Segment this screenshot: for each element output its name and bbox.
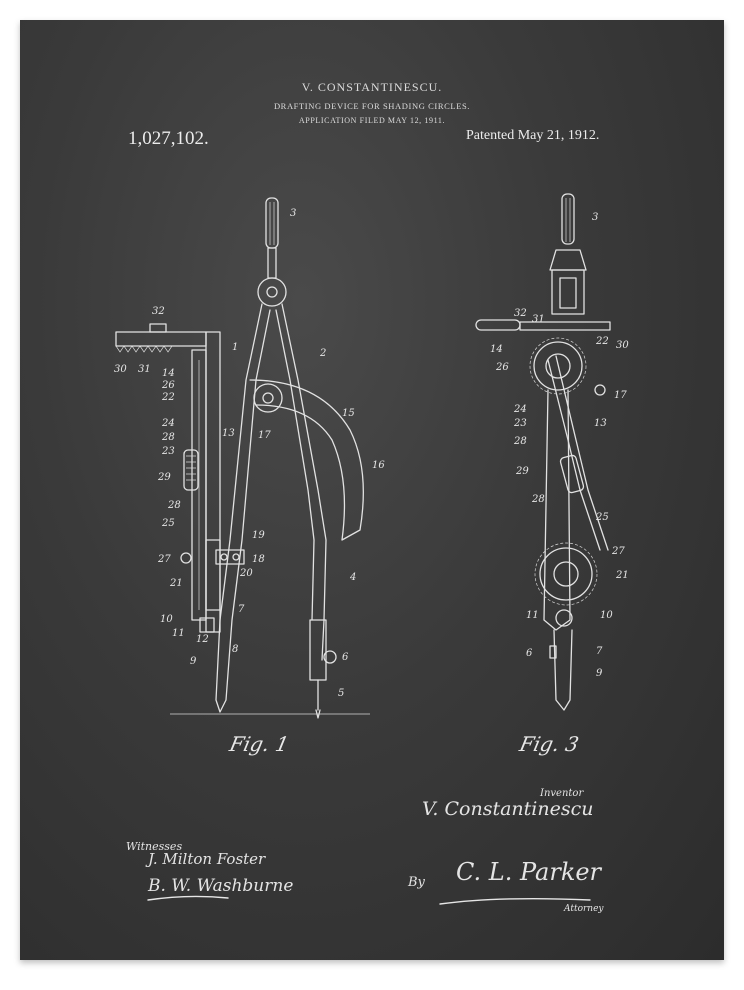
fig3-label: 28 (531, 494, 545, 505)
application-filed: APPLICATION FILED MAY 12, 1911. (298, 116, 446, 125)
fig1-label: 17 (258, 430, 271, 441)
fig1-label: 10 (160, 614, 173, 625)
inventor-name-header: V. CONSTANTINESCU. (301, 80, 443, 94)
fig1-label: 21 (169, 578, 183, 589)
fig1-label: 7 (238, 604, 245, 615)
fig1-label: 19 (252, 530, 265, 541)
fig1-label: 1 (232, 342, 238, 353)
fig1-label: 24 (161, 418, 175, 429)
signature-flourishes (147, 895, 591, 905)
fig3-label: 9 (596, 668, 603, 679)
fig1-label: 15 (342, 408, 355, 419)
fig3-label: 11 (526, 610, 539, 621)
fig3-label: 23 (513, 418, 527, 429)
fig1-label: 2 (319, 348, 326, 359)
fig3-label: 14 (490, 344, 503, 355)
fig1-label: 8 (232, 644, 238, 655)
fig1-label: 20 (239, 568, 253, 579)
fig1-label: 22 (161, 392, 175, 403)
fig1-label: 14 (162, 368, 175, 379)
patent-number: 1,027,102. (128, 128, 209, 149)
inventor-signature: V. Constantinescu (422, 798, 594, 820)
fig3-label: 24 (513, 404, 527, 415)
fig1-label: 12 (196, 634, 209, 645)
fig1-label: 5 (338, 688, 344, 699)
fig3-label: 26 (495, 362, 509, 373)
fig1-label: 13 (222, 428, 235, 439)
fig3-label: 13 (594, 418, 607, 429)
fig1-label: 32 (152, 306, 165, 317)
fig3-label: 32 (514, 308, 527, 319)
fig1-label: 28 (161, 432, 175, 443)
attorney-heading: Attorney (564, 904, 604, 914)
fig1-label: 9 (190, 656, 197, 667)
fig1-label: 3 (290, 208, 296, 219)
patent-date: Patented May 21, 1912. (466, 128, 600, 143)
fig1-label: 25 (161, 518, 175, 529)
fig3-label: 7 (596, 646, 603, 657)
fig1-label: 4 (349, 572, 356, 583)
fig1-label: 26 (161, 380, 175, 391)
fig1-label: 11 (172, 628, 185, 639)
figure-3-drawing (475, 193, 611, 711)
fig1-label: 18 (252, 554, 265, 565)
figure-1-labels: 3 32 1 2 30 31 14 26 22 15 24 28 13 17 1… (114, 208, 385, 699)
chalkboard-patent-sheet: V. CONSTANTINESCU. DRAFTING DEVICE FOR S… (20, 20, 724, 960)
attorney-signature: C. L. Parker (456, 858, 602, 886)
witness-1-signature: J. Milton Foster (148, 850, 266, 868)
fig3-label: 21 (615, 570, 629, 581)
fig3-label: 30 (616, 340, 629, 351)
figure-1-drawing (115, 197, 370, 719)
fig3-label: 17 (614, 390, 627, 401)
fig3-label: 25 (595, 512, 609, 523)
fig3-caption: Fig. 3 (517, 732, 582, 756)
fig1-label: 27 (157, 554, 171, 565)
patent-title: DRAFTING DEVICE FOR SHADING CIRCLES. (273, 101, 471, 111)
fig3-label: 6 (526, 648, 533, 659)
by-label: By (408, 875, 425, 890)
fig1-label: 30 (114, 364, 127, 375)
fig1-label: 29 (157, 472, 171, 483)
fig1-caption: Fig. 1 (227, 732, 292, 756)
fig1-label: 28 (167, 500, 181, 511)
patent-drawing: 3 32 1 2 30 31 14 26 22 15 24 28 13 17 1… (114, 193, 629, 905)
fig1-label: 23 (161, 446, 175, 457)
fig1-label: 16 (372, 460, 385, 471)
witness-2-signature: B. W. Washburne (148, 876, 294, 896)
inventor-heading: Inventor (540, 788, 584, 799)
fig3-label: 3 (592, 212, 598, 223)
fig3-label: 10 (600, 610, 613, 621)
fig1-label: 31 (138, 364, 151, 375)
fig3-label: 27 (611, 546, 625, 557)
fig3-label: 22 (595, 336, 609, 347)
fig1-label: 6 (342, 652, 349, 663)
fig3-label: 28 (513, 436, 527, 447)
fig3-label: 29 (515, 466, 529, 477)
witnesses-heading: Witnesses (126, 840, 183, 853)
figure-3-labels: 3 32 31 30 14 22 26 17 24 23 13 28 29 28… (490, 212, 629, 679)
fig3-label: 31 (532, 314, 545, 325)
